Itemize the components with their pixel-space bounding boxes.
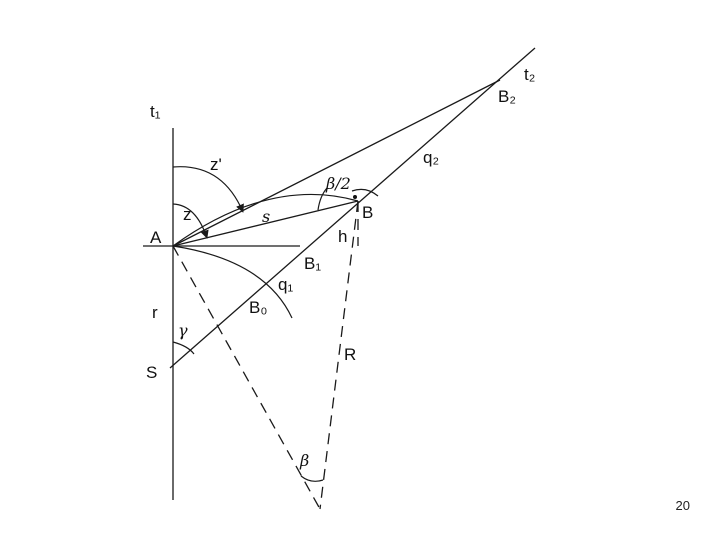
label-b0: B₀ <box>249 298 267 317</box>
label-gamma: γ <box>178 321 188 340</box>
label-a: A <box>150 228 162 247</box>
label-z-prime: z' <box>210 155 222 174</box>
arc-beta <box>300 475 324 482</box>
dot-near-b <box>353 195 357 199</box>
arc-z-prime <box>172 166 244 213</box>
label-b2: B₂ <box>498 87 516 106</box>
label-beta-half: β/2 <box>325 174 351 193</box>
arc-near-b <box>351 188 379 197</box>
label-beta: β <box>299 451 309 470</box>
label-s-point: S <box>146 363 157 382</box>
dashed-line-a-bottom <box>172 245 321 510</box>
label-q2: q₂ <box>423 148 439 167</box>
page-number: 20 <box>675 498 690 513</box>
label-r-radius: R <box>344 345 356 364</box>
arc-a-b0 <box>172 245 293 319</box>
arc-gamma <box>172 341 195 355</box>
label-h: h <box>338 227 347 246</box>
arc-beta-half <box>317 187 328 211</box>
line-s-t2 <box>169 47 536 369</box>
arc-s <box>172 193 359 247</box>
label-t2: t₂ <box>524 65 535 84</box>
label-s: s <box>262 207 270 226</box>
label-r: r <box>152 303 158 322</box>
label-q1: q₁ <box>278 275 293 294</box>
label-z: z <box>183 205 192 224</box>
label-t1: t₁ <box>150 102 161 121</box>
dashed-line-r <box>319 200 359 510</box>
arc-z <box>172 203 209 239</box>
label-b: B <box>362 203 373 222</box>
label-b1: B₁ <box>304 254 321 273</box>
line-a-b2 <box>172 79 501 247</box>
